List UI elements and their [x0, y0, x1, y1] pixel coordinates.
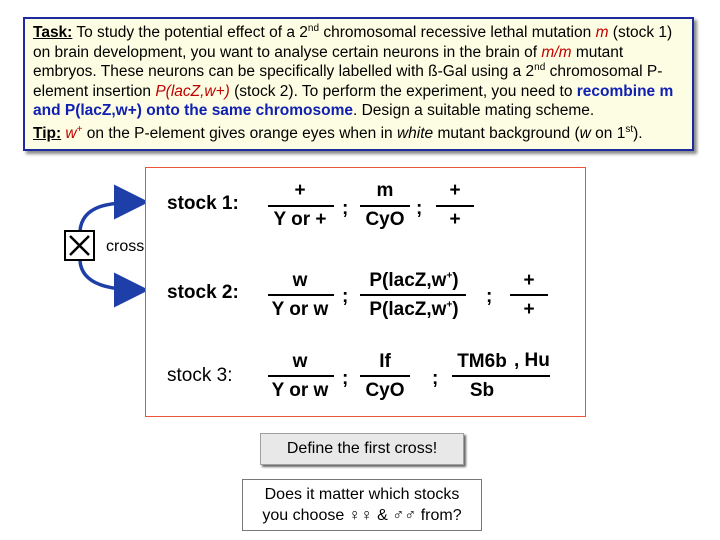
stock2-c3-bottom: + — [523, 299, 535, 320]
stock2-c3-bar — [510, 294, 548, 296]
superscript: + — [446, 270, 453, 282]
task-text: To study the potential effect of a 2 — [72, 24, 308, 41]
task-emphasis: recombine m and P(lacZ,w+) onto the same… — [33, 82, 674, 120]
arrow-to-stock2 — [78, 260, 149, 308]
task-text: chromosomal P-element insertion — [33, 63, 663, 100]
tip-text: mutant background ( — [433, 124, 580, 142]
superscript: st — [625, 123, 634, 135]
gene-text: P(lacZ,w — [369, 270, 447, 291]
arrow-to-stock1 — [78, 184, 149, 232]
stock3-c2-bar — [360, 375, 410, 377]
stock3-c3-bottom: Sb — [469, 380, 495, 401]
separator: ; — [342, 198, 349, 219]
superscript: nd — [307, 22, 320, 34]
question-line-2: you choose ♀♀ & ♂♂ from? — [262, 507, 462, 524]
stock2-c2-bar — [360, 294, 466, 296]
separator: ; — [342, 368, 349, 389]
gene-text: ) — [452, 299, 459, 320]
stock1-x-top: + — [294, 180, 306, 201]
task-text: (stock 1) on brain development, you want… — [33, 24, 673, 61]
gene-text: ) — [452, 270, 459, 291]
stock3-label: stock 3: — [167, 365, 233, 386]
stock1-c2-bottom: CyO — [365, 209, 405, 230]
genotype-mm: m/m — [541, 43, 572, 61]
separator: ; — [416, 198, 423, 219]
stock3-x-bar — [268, 375, 334, 377]
question-box: Does it matter which stocks you choose ♀… — [242, 479, 482, 531]
cross-icon — [64, 230, 95, 261]
stock3-x-bottom: Y or w — [271, 380, 329, 401]
tip-text: on the P-element gives orange eyes when … — [82, 124, 397, 142]
tip-label: Tip: — [33, 124, 62, 142]
stock3-c2-bottom: CyO — [365, 380, 405, 401]
stock3-c3-extra: , Hu — [514, 350, 550, 371]
task-label: Task: — [33, 24, 73, 41]
stock1-c2-bar — [360, 205, 410, 207]
stocks-panel: stock 1: + Y or + ; m CyO ; + + stock 2:… — [145, 167, 586, 417]
p-element-name: P(lacZ,w+) — [155, 82, 230, 100]
tip-w2: w — [579, 124, 591, 142]
stock1-c3-top: + — [449, 180, 461, 201]
superscript: nd — [534, 62, 546, 74]
cross-label: cross — [106, 238, 145, 255]
separator: ; — [432, 368, 439, 389]
stock1-x-bottom: Y or + — [273, 209, 327, 230]
tip-w: w — [61, 124, 77, 142]
tip-text: ). — [633, 124, 643, 142]
define-cross-button[interactable]: Define the first cross! — [260, 433, 464, 465]
gene-text: P(lacZ,w — [369, 299, 447, 320]
stock1-label: stock 1: — [167, 193, 239, 214]
superscript: + — [76, 123, 83, 135]
stock3-c3-top: TM6b — [457, 351, 507, 372]
mutation-m: m — [595, 24, 609, 41]
stock2-x-bottom: Y or w — [271, 299, 329, 320]
separator: ; — [342, 286, 349, 307]
superscript: + — [446, 299, 453, 311]
stock2-c3-top: + — [523, 270, 535, 291]
stock1-c2-top: m — [376, 180, 394, 201]
stock2-x-bar — [268, 294, 334, 296]
stock3-x-top: w — [292, 351, 308, 372]
stock2-c2-bottom: P(lacZ,w+) — [358, 299, 470, 321]
stock2-x-top: w — [292, 270, 308, 291]
tip-text: on 1 — [590, 124, 626, 142]
stock1-c3-bottom: + — [449, 209, 461, 230]
tip-white: white — [396, 124, 434, 142]
task-text: chromosomal recessive lethal mutation — [319, 24, 596, 41]
stock3-c2-top: If — [379, 351, 391, 372]
tip-paragraph: Tip: w+ on the P-element gives orange ey… — [33, 124, 684, 144]
task-paragraph: Task: To study the potential effect of a… — [33, 23, 684, 121]
stock2-c2-top: P(lacZ,w+) — [358, 270, 470, 292]
task-box: Task: To study the potential effect of a… — [23, 17, 694, 151]
stock1-x-bar — [268, 205, 334, 207]
separator: ; — [486, 286, 493, 307]
task-text: . Design a suitable mating scheme. — [352, 102, 595, 120]
question-line-1: Does it matter which stocks — [264, 486, 460, 503]
task-text: mutant embryos. These neurons can be spe… — [33, 43, 624, 81]
stock1-c3-bar — [436, 205, 474, 207]
stock3-c3-bar — [452, 375, 550, 377]
task-text: (stock 2). To perform the experiment, yo… — [229, 82, 577, 100]
stock2-label: stock 2: — [167, 282, 239, 303]
